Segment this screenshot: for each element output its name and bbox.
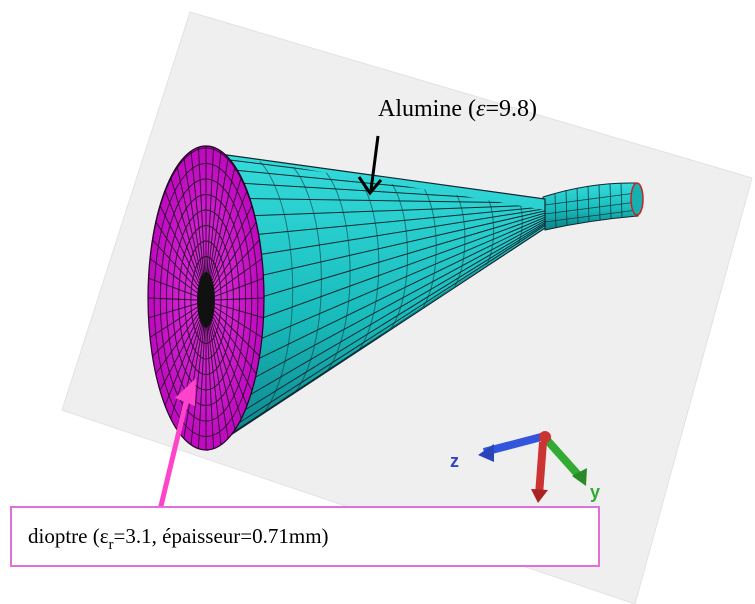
- dioptre-callout: dioptre (εr=3.1, épaisseur=0.71mm): [10, 506, 600, 567]
- z-axis-arrow: [482, 432, 547, 456]
- z-axis-label: z: [450, 451, 459, 471]
- axis-triad: z y x: [450, 431, 600, 539]
- dioptre-pointer: [157, 378, 196, 511]
- dioptre-disk: [147, 145, 265, 451]
- y-axis-label: y: [590, 482, 600, 502]
- alumine-arrow: [357, 135, 383, 196]
- waveguide-tube: [542, 182, 644, 231]
- x-axis-arrow: [535, 441, 547, 496]
- disk-center: [197, 272, 215, 328]
- y-axis-arrow: [544, 437, 584, 481]
- alumine-label: Alumine (ε=9.8): [378, 96, 537, 122]
